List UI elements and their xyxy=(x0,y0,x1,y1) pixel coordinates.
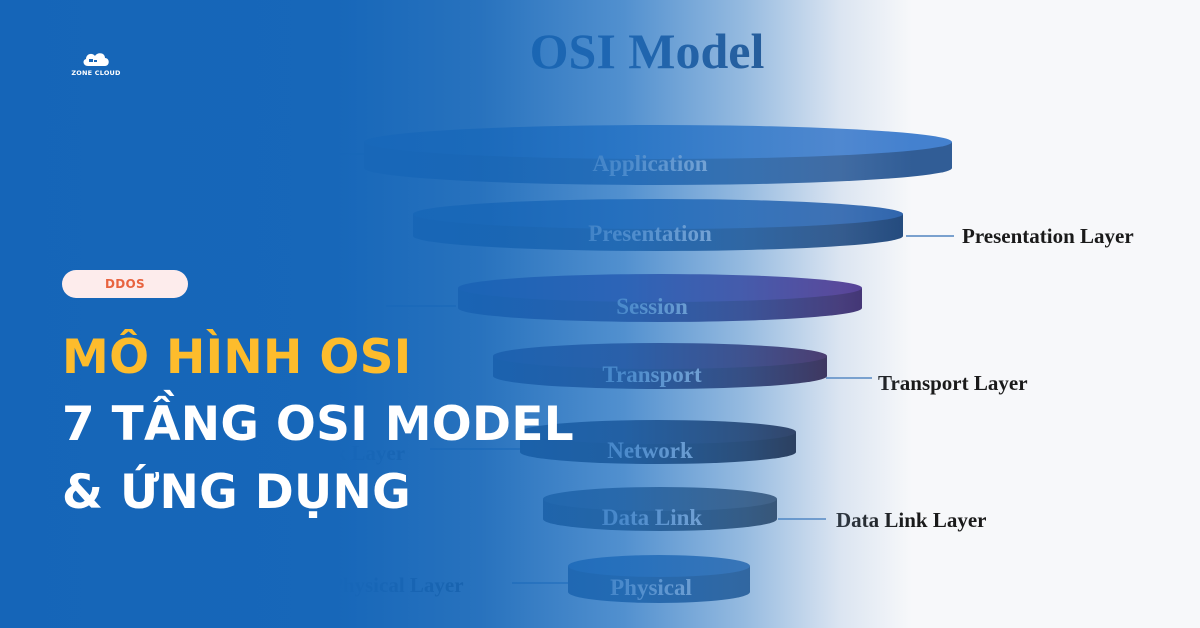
brand-logo: ZONE CLOUD xyxy=(70,50,122,77)
layer-name-application: Application xyxy=(592,151,707,176)
layer-disc-data-link: Data Link xyxy=(543,487,777,531)
layer-label-application: Application Layer xyxy=(95,142,259,166)
layer-label-session: Session Layer xyxy=(216,294,340,318)
headline-line-2: 7 TẦNG OSI MODEL xyxy=(62,397,575,452)
layer-disc-presentation: Presentation xyxy=(413,199,903,251)
layer-disc-transport: Transport xyxy=(493,343,827,389)
layer-name-session: Session xyxy=(616,294,688,319)
category-tag[interactable]: DDOS xyxy=(62,270,188,298)
layer-disc-session: Session xyxy=(458,274,862,322)
layer-name-data-link: Data Link xyxy=(602,505,703,530)
layer-disc-physical: Physical xyxy=(568,555,750,603)
category-tag-label: DDOS xyxy=(105,277,145,291)
cloud-icon xyxy=(83,53,109,66)
headline-line-1: MÔ HÌNH OSI xyxy=(62,330,412,385)
layer-label-transport: Transport Layer xyxy=(878,371,1028,395)
logo-text: ZONE CLOUD xyxy=(71,69,121,77)
layer-name-presentation: Presentation xyxy=(588,221,712,246)
layer-disc-application: Application xyxy=(364,125,952,185)
layer-label-physical: Physical Layer xyxy=(330,573,464,597)
layer-name-network: Network xyxy=(607,438,693,463)
layer-name-transport: Transport xyxy=(602,362,702,387)
layer-label-presentation: Presentation Layer xyxy=(962,224,1134,248)
headline-line-3: & ỨNG DỤNG xyxy=(62,465,411,520)
layer-name-physical: Physical xyxy=(610,575,692,600)
layer-label-data-link: Data Link Layer xyxy=(836,508,987,532)
diagram-title: OSI Model xyxy=(530,23,765,79)
